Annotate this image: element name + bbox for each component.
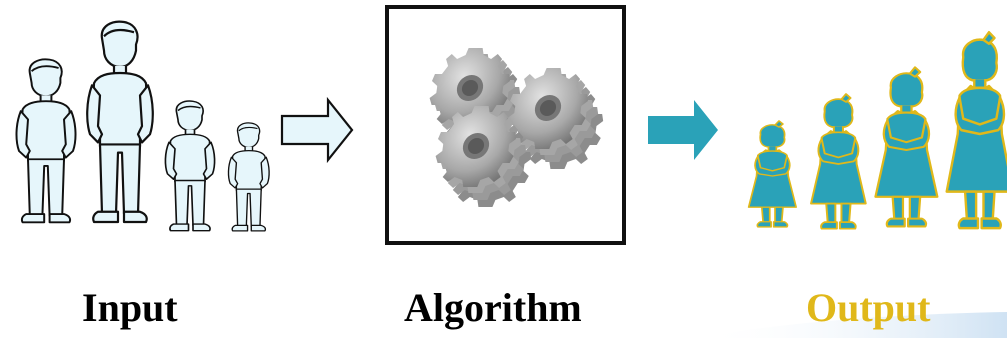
boy-figure-icon <box>86 20 154 224</box>
input-figures <box>15 20 270 232</box>
boy-figure-icon <box>227 122 270 232</box>
right-arrow-icon <box>648 100 718 160</box>
output-label: Output <box>806 285 931 330</box>
algorithm-label: Algorithm <box>404 285 582 330</box>
input-label: Input <box>82 285 178 330</box>
output-figures <box>747 30 1007 230</box>
boy-figure-icon <box>164 100 216 232</box>
girl-figure-icon <box>747 120 798 228</box>
girl-figure-icon <box>810 93 867 230</box>
girl-figure-icon <box>945 30 1007 230</box>
boy-figure-icon <box>15 58 77 224</box>
girl-figure-icon <box>874 66 939 228</box>
right-arrow-icon <box>280 96 354 164</box>
gears-icon <box>425 48 608 207</box>
decorative-swoosh <box>700 312 1007 338</box>
